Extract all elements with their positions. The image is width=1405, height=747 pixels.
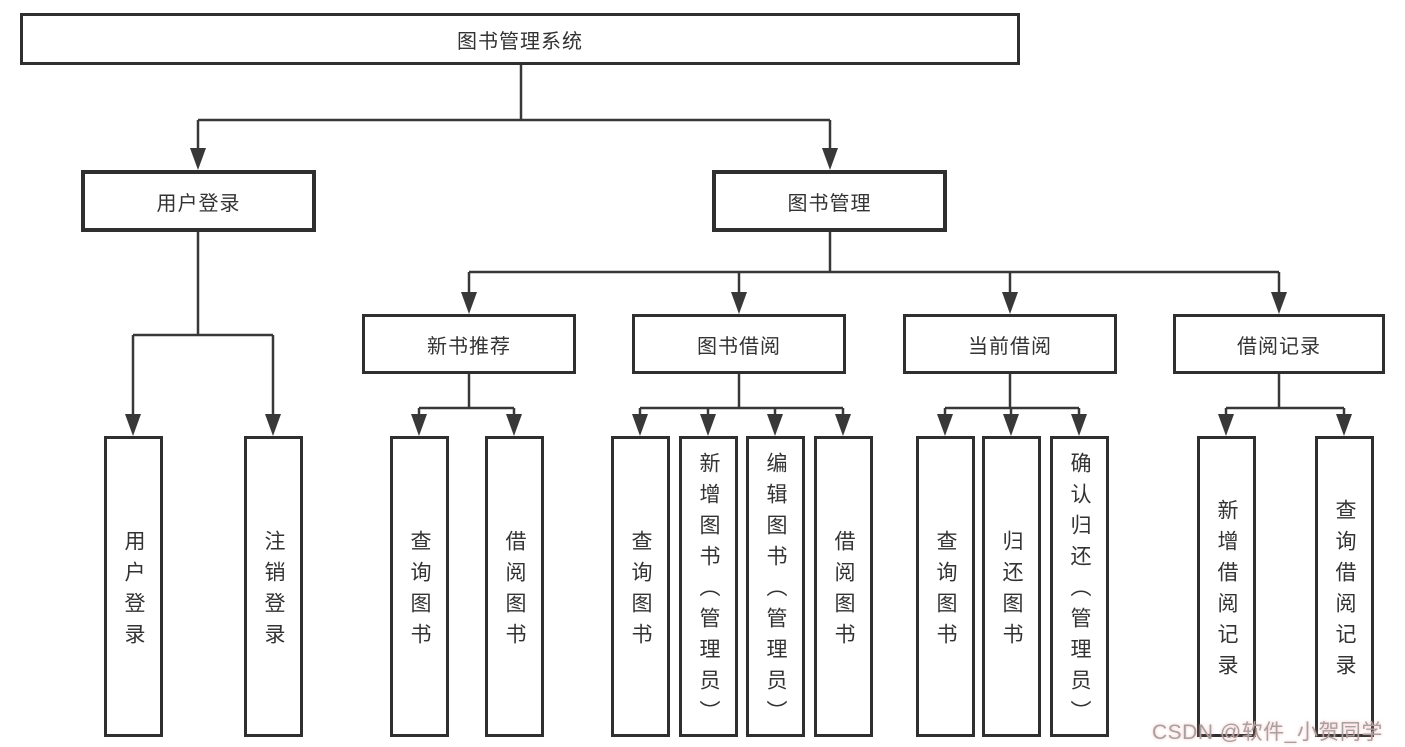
node-query-books-2: 查询图书 [611, 436, 670, 737]
node-add-book-admin: 新增图书（管理员） [679, 436, 738, 737]
node-label: 查询图书 [408, 529, 431, 654]
node-logout-action: 注销登录 [244, 436, 303, 737]
node-label: 新增借阅记录 [1215, 498, 1238, 685]
node-label: 查询图书 [934, 529, 957, 654]
node-borrowing-records: 借阅记录 [1173, 314, 1385, 374]
node-label: 图书借阅 [697, 335, 781, 358]
node-add-borrow-record: 新增借阅记录 [1197, 436, 1256, 737]
node-book-management-branch: 图书管理 [712, 170, 947, 232]
node-current-borrowing: 当前借阅 [903, 314, 1117, 374]
node-label: 借阅图书 [503, 529, 526, 654]
node-user-login-action: 用户登录 [104, 436, 163, 737]
node-edit-book-admin: 编辑图书（管理员） [746, 436, 805, 737]
node-label: 编辑图书（管理员） [764, 452, 787, 731]
node-label: 借阅图书 [832, 529, 855, 654]
node-return-book: 归还图书 [982, 436, 1041, 737]
node-borrow-books-1: 借阅图书 [485, 436, 544, 737]
node-label: 用户登录 [122, 529, 145, 654]
node-confirm-return-admin: 确认归还（管理员） [1050, 436, 1109, 737]
node-label: 查询借阅记录 [1333, 498, 1356, 685]
arrowhead-icons [125, 148, 1352, 436]
node-new-book-recommendation: 新书推荐 [362, 314, 576, 374]
node-label: 图书管理 [787, 192, 872, 215]
node-query-books-1: 查询图书 [390, 436, 449, 737]
node-library-management-system: 图书管理系统 [20, 13, 1020, 65]
node-query-books-3: 查询图书 [916, 436, 975, 737]
node-label: 图书管理系统 [457, 30, 583, 53]
node-label: 当前借阅 [968, 335, 1052, 358]
node-label: 新增图书（管理员） [697, 452, 720, 731]
node-label: 归还图书 [1000, 529, 1023, 654]
node-user-login-branch: 用户登录 [81, 170, 316, 232]
node-label: 查询图书 [629, 529, 652, 654]
node-book-borrowing: 图书借阅 [632, 314, 846, 374]
node-label: 新书推荐 [427, 335, 511, 358]
node-label: 注销登录 [262, 529, 285, 654]
node-label: 借阅记录 [1237, 335, 1321, 358]
node-label: 用户登录 [156, 192, 241, 215]
node-borrow-books-2: 借阅图书 [814, 436, 873, 737]
csdn-watermark: CSDN @软件_小贺同学 [1152, 721, 1383, 744]
node-query-borrow-record: 查询借阅记录 [1315, 436, 1374, 737]
node-label: 确认归还（管理员） [1068, 452, 1091, 731]
